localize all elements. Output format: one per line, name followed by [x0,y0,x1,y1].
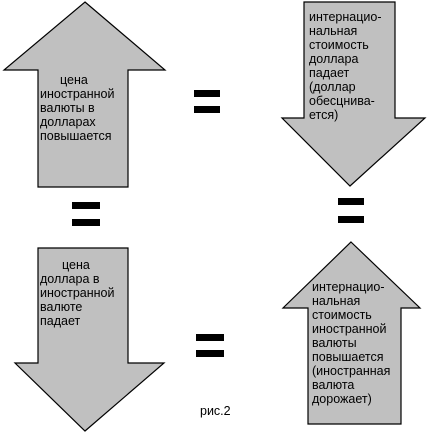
parallel-bars-right [338,198,364,223]
label-line: нальная [312,294,361,308]
arrow-up-bottom-right [281,241,422,425]
label-line: (доллар [309,80,356,94]
label-line: иностранной [40,87,115,101]
arrow-up-top-left [2,1,167,188]
label-line: иностранной [40,286,115,300]
arrow-down-bottom-left [13,247,166,432]
label-line: цена [62,258,90,272]
figure-caption: рис.2 [200,404,231,418]
label-line: интернацио- [309,10,382,24]
label-line: валюта [312,378,355,392]
label-line: цена [60,73,88,87]
label-top-left: цена иностранной валюты в долларах повыш… [40,73,114,143]
label-line: доллара в [40,272,100,286]
label-line: стоимость [312,308,372,322]
label-top-right: интернацио- нальная стоимость доллара па… [309,10,382,122]
label-line: стоимость [309,38,369,52]
label-line: повышается [40,129,112,143]
label-line: падает [40,314,81,328]
equals-sign-bottom [196,334,224,357]
label-line: нальная [309,24,358,38]
label-line: валюте [40,300,83,314]
label-line: (иностранная [312,364,391,378]
equals-sign-top [194,90,220,113]
arrow-down-top-right [280,1,427,187]
label-line: дорожает) [312,392,372,406]
parallel-bars-left [72,202,100,226]
label-line: доллара [309,52,359,66]
label-line: ется) [309,108,339,122]
label-line: валюты [312,336,357,350]
label-line: иностранной [312,322,387,336]
label-line: падает [309,66,350,80]
label-line: интернацио- [312,280,385,294]
label-line: долларах [40,115,96,129]
label-line: повышается [312,350,384,364]
label-bottom-left: цена доллара в иностранной валюте падает [40,258,114,328]
label-bottom-right: интернацио- нальная стоимость иностранно… [312,280,390,406]
label-line: валюты в [40,101,95,115]
label-line: обесцнива- [309,94,375,108]
